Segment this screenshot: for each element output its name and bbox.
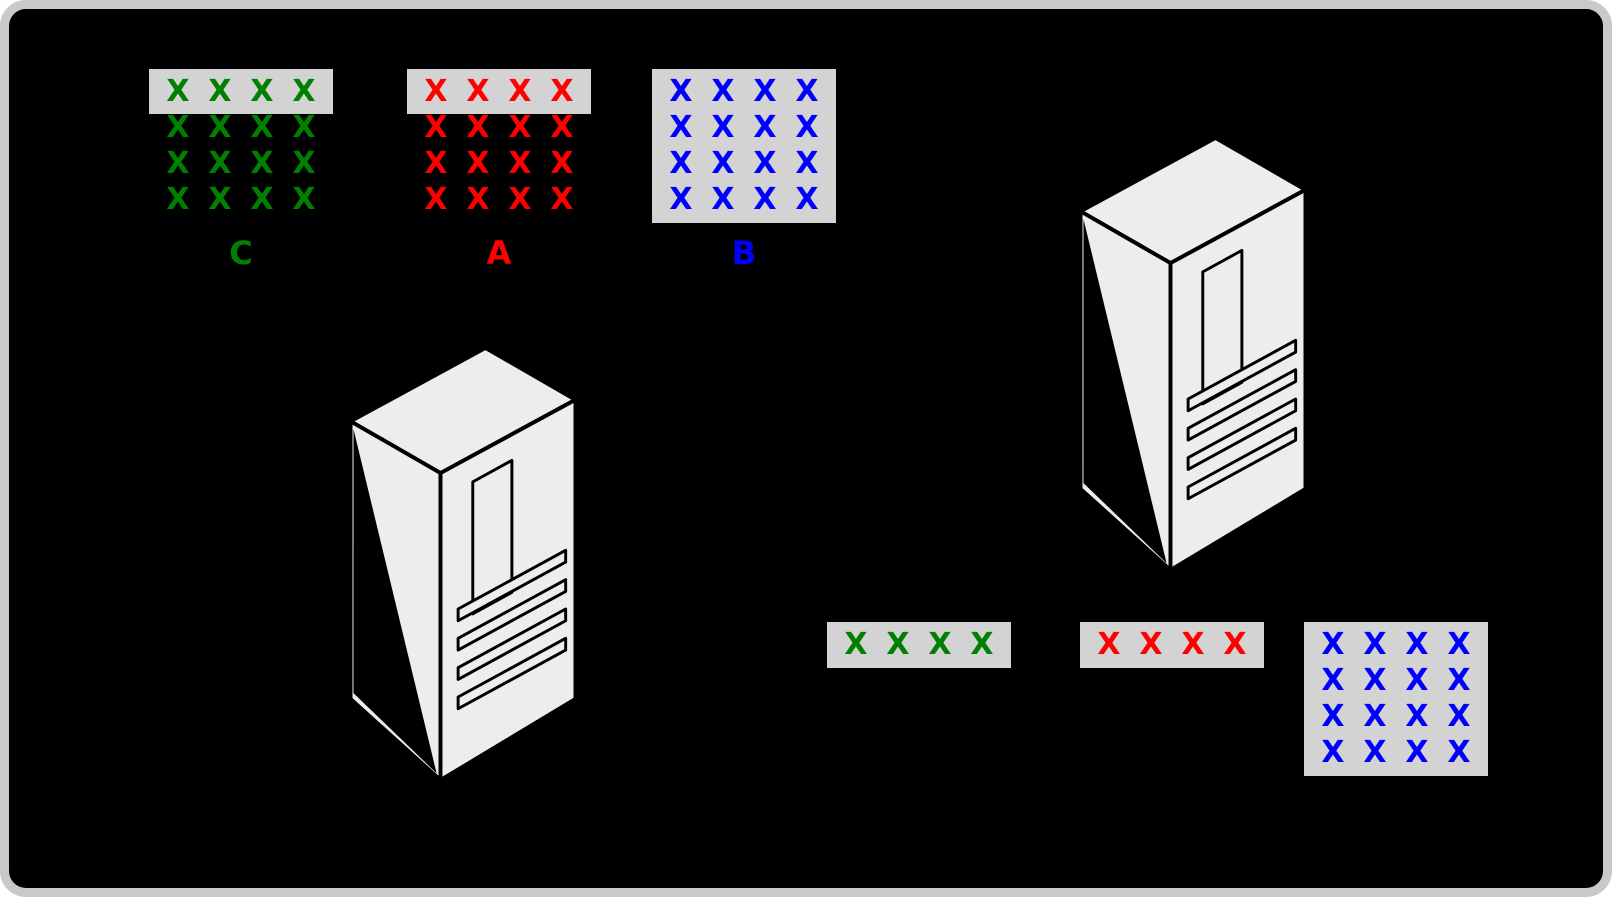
- x-mark: X: [1405, 699, 1429, 734]
- x-mark: X: [886, 627, 910, 662]
- x-mark: X: [1447, 627, 1471, 662]
- x-mark: X: [292, 74, 316, 109]
- x-mark: X: [208, 74, 232, 109]
- x-mark: X: [795, 74, 819, 109]
- x-mark: X: [424, 146, 448, 181]
- block-label-a: A: [486, 234, 512, 272]
- x-mark: X: [508, 146, 532, 181]
- x-mark: X: [508, 74, 532, 109]
- x-mark: X: [1321, 627, 1345, 662]
- x-mark: X: [1321, 735, 1345, 770]
- server-tower-right: [1075, 135, 1311, 575]
- x-mark: X: [711, 182, 735, 217]
- x-mark: X: [250, 74, 274, 109]
- x-mark: X: [711, 110, 735, 145]
- x-mark: X: [1405, 627, 1429, 662]
- x-mark: X: [753, 74, 777, 109]
- x-mark: X: [1321, 663, 1345, 698]
- x-mark: X: [1447, 735, 1471, 770]
- x-mark: X: [753, 146, 777, 181]
- x-mark: X: [669, 74, 693, 109]
- x-mark: X: [292, 146, 316, 181]
- x-mark: X: [166, 182, 190, 217]
- x-mark: X: [166, 74, 190, 109]
- x-mark: X: [1363, 735, 1387, 770]
- x-mark: X: [250, 182, 274, 217]
- x-mark: X: [753, 182, 777, 217]
- x-mark: X: [1447, 699, 1471, 734]
- x-mark: X: [928, 627, 952, 662]
- block-label-c: C: [229, 234, 253, 272]
- x-mark: X: [292, 182, 316, 217]
- x-mark: X: [550, 74, 574, 109]
- x-mark: X: [1097, 627, 1121, 662]
- x-mark: X: [669, 110, 693, 145]
- x-mark: X: [208, 182, 232, 217]
- x-mark: X: [970, 627, 994, 662]
- x-mark: X: [550, 182, 574, 217]
- x-mark: X: [1181, 627, 1205, 662]
- x-mark: X: [1447, 663, 1471, 698]
- x-mark: X: [1321, 699, 1345, 734]
- x-mark: X: [711, 74, 735, 109]
- x-mark: X: [795, 146, 819, 181]
- x-mark: X: [1139, 627, 1163, 662]
- x-mark: X: [424, 182, 448, 217]
- x-mark: X: [166, 110, 190, 145]
- x-mark: X: [1363, 699, 1387, 734]
- x-mark: X: [1405, 735, 1429, 770]
- x-mark: X: [1223, 627, 1247, 662]
- first-row-highlight: [407, 69, 591, 114]
- x-mark: X: [424, 110, 448, 145]
- x-mark: X: [795, 182, 819, 217]
- x-mark: X: [508, 182, 532, 217]
- server-tower-left: [345, 345, 581, 785]
- x-mark: X: [1405, 663, 1429, 698]
- x-mark: X: [466, 74, 490, 109]
- x-mark: X: [508, 110, 532, 145]
- x-mark: X: [250, 146, 274, 181]
- x-mark: X: [753, 110, 777, 145]
- x-mark: X: [250, 110, 274, 145]
- x-mark: X: [550, 146, 574, 181]
- x-mark: X: [711, 146, 735, 181]
- x-mark: X: [466, 182, 490, 217]
- x-mark: X: [550, 110, 574, 145]
- x-mark: X: [466, 146, 490, 181]
- x-mark: X: [166, 146, 190, 181]
- x-mark: X: [208, 146, 232, 181]
- first-row-highlight: [149, 69, 333, 114]
- x-mark: X: [1363, 627, 1387, 662]
- x-mark: X: [795, 110, 819, 145]
- x-mark: X: [669, 182, 693, 217]
- x-mark: X: [208, 110, 232, 145]
- x-mark: X: [1363, 663, 1387, 698]
- x-mark: X: [669, 146, 693, 181]
- block-label-b: B: [731, 234, 757, 272]
- x-mark: X: [424, 74, 448, 109]
- x-mark: X: [292, 110, 316, 145]
- x-mark: X: [844, 627, 868, 662]
- x-mark: X: [466, 110, 490, 145]
